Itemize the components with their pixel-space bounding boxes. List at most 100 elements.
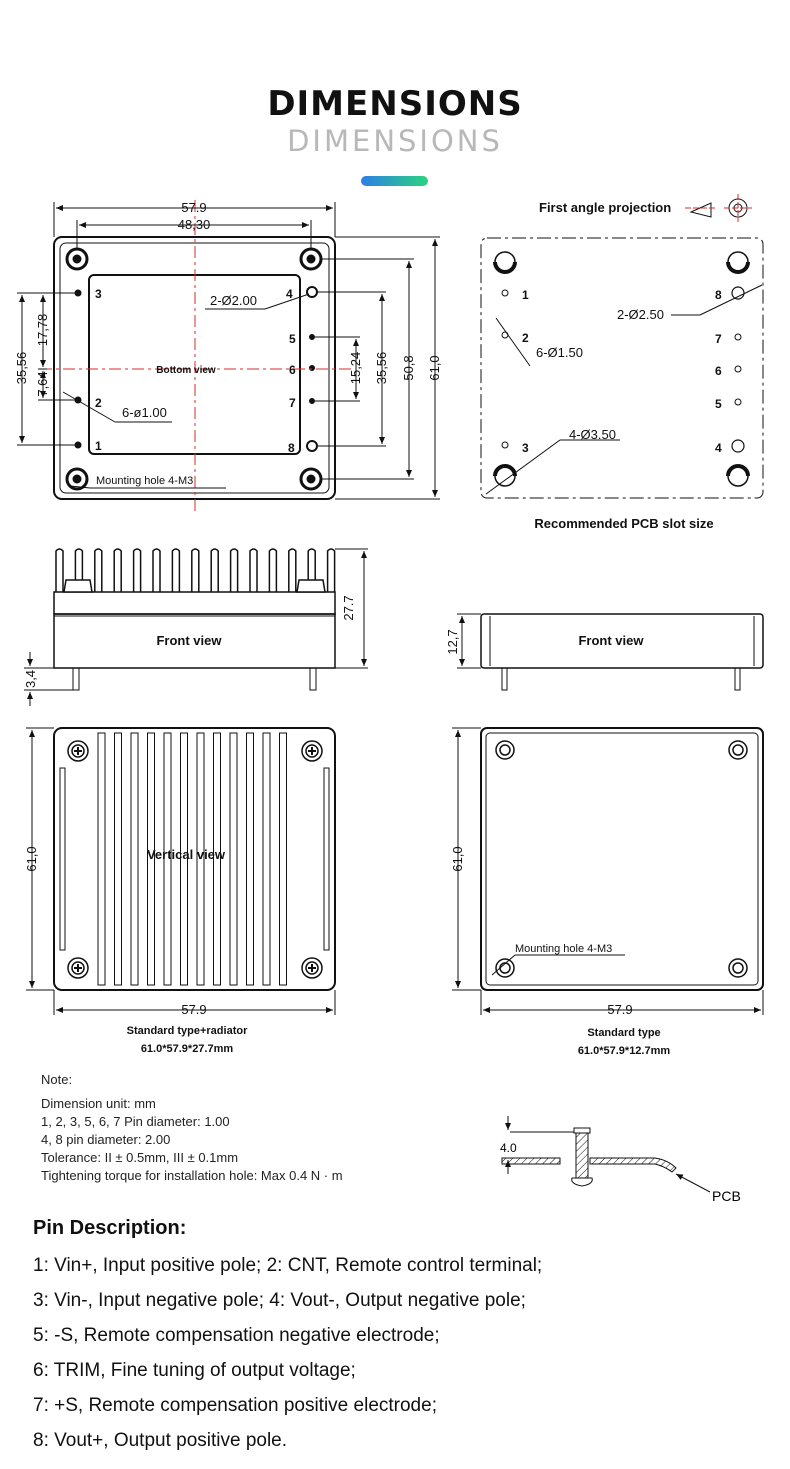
- heatsink-fin: [132, 548, 142, 592]
- screw-icon: [301, 740, 323, 762]
- pin-label: 3: [95, 287, 102, 301]
- dim-pcb-detail: 4.0: [500, 1141, 517, 1155]
- mount-hole-icon: [299, 467, 323, 491]
- note-line: 1, 2, 3, 5, 6, 7 Pin diameter: 1.00: [41, 1114, 230, 1129]
- pin-description-line: 3: Vin-, Input negative pole; 4: Vout-, …: [33, 1290, 526, 1311]
- dim-pin-length: 3,4: [23, 670, 38, 688]
- pin-description-title: Pin Description:: [33, 1217, 187, 1239]
- note-line: Dimension unit: mm: [41, 1096, 156, 1111]
- mount-hole-icon: [299, 247, 323, 271]
- pin-label: 5: [289, 332, 296, 346]
- heatsink-fin: [94, 548, 103, 592]
- note-line: Tightening torque for installation hole:…: [41, 1168, 343, 1183]
- pin-label: 7: [289, 396, 296, 410]
- heatsink-groove: [147, 732, 155, 986]
- screw-icon: [67, 957, 89, 979]
- heatsink-fin: [249, 548, 258, 592]
- note-line: 4, 8 pin diameter: 2.00: [41, 1132, 171, 1147]
- page-title: DIMENSIONS: [267, 84, 523, 124]
- pcb-slot-caption: Recommended PCB slot size: [534, 516, 713, 531]
- vertical-view: [26, 727, 336, 1015]
- dim-front-height: 27.7: [341, 595, 356, 620]
- dim-vertical-width: 57.9: [181, 1002, 206, 1017]
- mount-hole-icon: [495, 958, 515, 978]
- front-view-label-left: Front view: [156, 633, 222, 648]
- callout-pin-4-8: 2-Ø2.00: [210, 293, 257, 308]
- heatsink-groove: [163, 732, 172, 986]
- dim-std-width: 57.9: [607, 1002, 632, 1017]
- heatsink-groove: [323, 767, 330, 951]
- heatsink-fin: [210, 548, 219, 592]
- screw-icon: [301, 957, 323, 979]
- mount-hole-icon: [728, 958, 748, 978]
- heatsink-fin: [191, 548, 200, 592]
- pin-label: 1: [95, 439, 102, 453]
- dimension-drawing: 57.9 48,30 61,0 50,8 35,56 15,24 35,56 1…: [14, 194, 764, 1057]
- heatsink-fin: [326, 548, 336, 592]
- dim-vertical-height: 61,0: [24, 846, 39, 871]
- heatsink-fin: [152, 548, 161, 592]
- mount-hole-icon: [65, 467, 89, 491]
- front-view-radiator: [24, 548, 368, 706]
- heatsink-fin: [288, 548, 297, 592]
- mount-hole-icon: [65, 247, 89, 271]
- front-view-standard: [457, 613, 764, 691]
- pin-label: 6: [715, 364, 722, 378]
- screw-icon: [67, 740, 89, 762]
- callout-mounting: Mounting hole 4-M3: [96, 475, 193, 487]
- pin-label: 4: [286, 287, 293, 301]
- heatsink-groove: [114, 732, 122, 986]
- heatsink-groove: [97, 732, 106, 986]
- dim-height: 61,0: [427, 355, 442, 380]
- pin-label: 4: [715, 441, 722, 455]
- dim-inner-width: 48,30: [178, 217, 211, 232]
- dim-764: 7,64: [35, 371, 50, 396]
- front-view-label-right: Front view: [578, 633, 644, 648]
- heatsink-fin: [268, 548, 278, 592]
- heatsink-fin: [171, 548, 181, 592]
- pin-description-line: 5: -S, Remote compensation negative elec…: [33, 1325, 440, 1346]
- callout-pcb-mount: 4-Ø3.50: [569, 427, 616, 442]
- pcb-slot-view: [480, 194, 764, 499]
- dim-508: 50,8: [401, 355, 416, 380]
- std-caption-1: Standard type: [587, 1027, 660, 1039]
- std-mount-label: Mounting hole 4-M3: [515, 943, 612, 955]
- pin-label: 7: [715, 332, 722, 346]
- heatsink-groove: [180, 732, 188, 986]
- callout-pcb-small: 6-Ø1.50: [536, 345, 583, 360]
- dim-1524: 15,24: [348, 352, 363, 385]
- pcb-screw-detail: 4.0 PCB: [500, 1116, 741, 1204]
- dim-width: 57.9: [181, 200, 206, 215]
- bottom-view-label: Bottom view: [156, 365, 216, 376]
- heatsink-fin: [55, 548, 64, 592]
- standard-view: [452, 727, 764, 1015]
- pin-label: 2: [522, 331, 529, 345]
- heatsink-groove: [229, 732, 238, 986]
- pin-label: 3: [522, 441, 529, 455]
- pin-label: 5: [715, 397, 722, 411]
- pin-label: 2: [95, 396, 102, 410]
- heatsink-groove: [59, 767, 66, 951]
- pin-label: 8: [288, 441, 295, 455]
- heatsink-fin: [74, 548, 84, 592]
- vertical-caption-1: Standard type+radiator: [127, 1025, 248, 1037]
- pin-description-line: 7: +S, Remote compensation positive elec…: [33, 1395, 437, 1416]
- heatsink-fin: [307, 548, 316, 592]
- dim-1778: 17,78: [35, 314, 50, 347]
- heatsink-groove: [262, 732, 271, 986]
- mount-hole-icon: [495, 740, 515, 760]
- projection-symbol-icon: [685, 194, 752, 222]
- pcb-label: PCB: [712, 1188, 741, 1204]
- pcb-slot-text: First angle projection Recommended PCB s…: [522, 200, 722, 531]
- note-line: Tolerance: II ± 0.5mm, III ± 0.1mm: [41, 1150, 239, 1165]
- pin-description-line: 6: TRIM, Fine tuning of output voltage;: [33, 1360, 356, 1381]
- dim-front-std-height: 12,7: [445, 629, 460, 654]
- projection-label: First angle projection: [539, 200, 671, 215]
- bottom-view: [17, 200, 440, 512]
- dim-3556-right: 35,56: [374, 352, 389, 385]
- callout-small-pins: 6-ø1.00: [122, 405, 167, 420]
- heatsink-fin: [229, 548, 239, 592]
- vertical-caption-2: 61.0*57.9*27.7mm: [141, 1043, 234, 1055]
- pin-label: 6: [289, 363, 296, 377]
- dim-3556-left: 35,56: [14, 352, 29, 385]
